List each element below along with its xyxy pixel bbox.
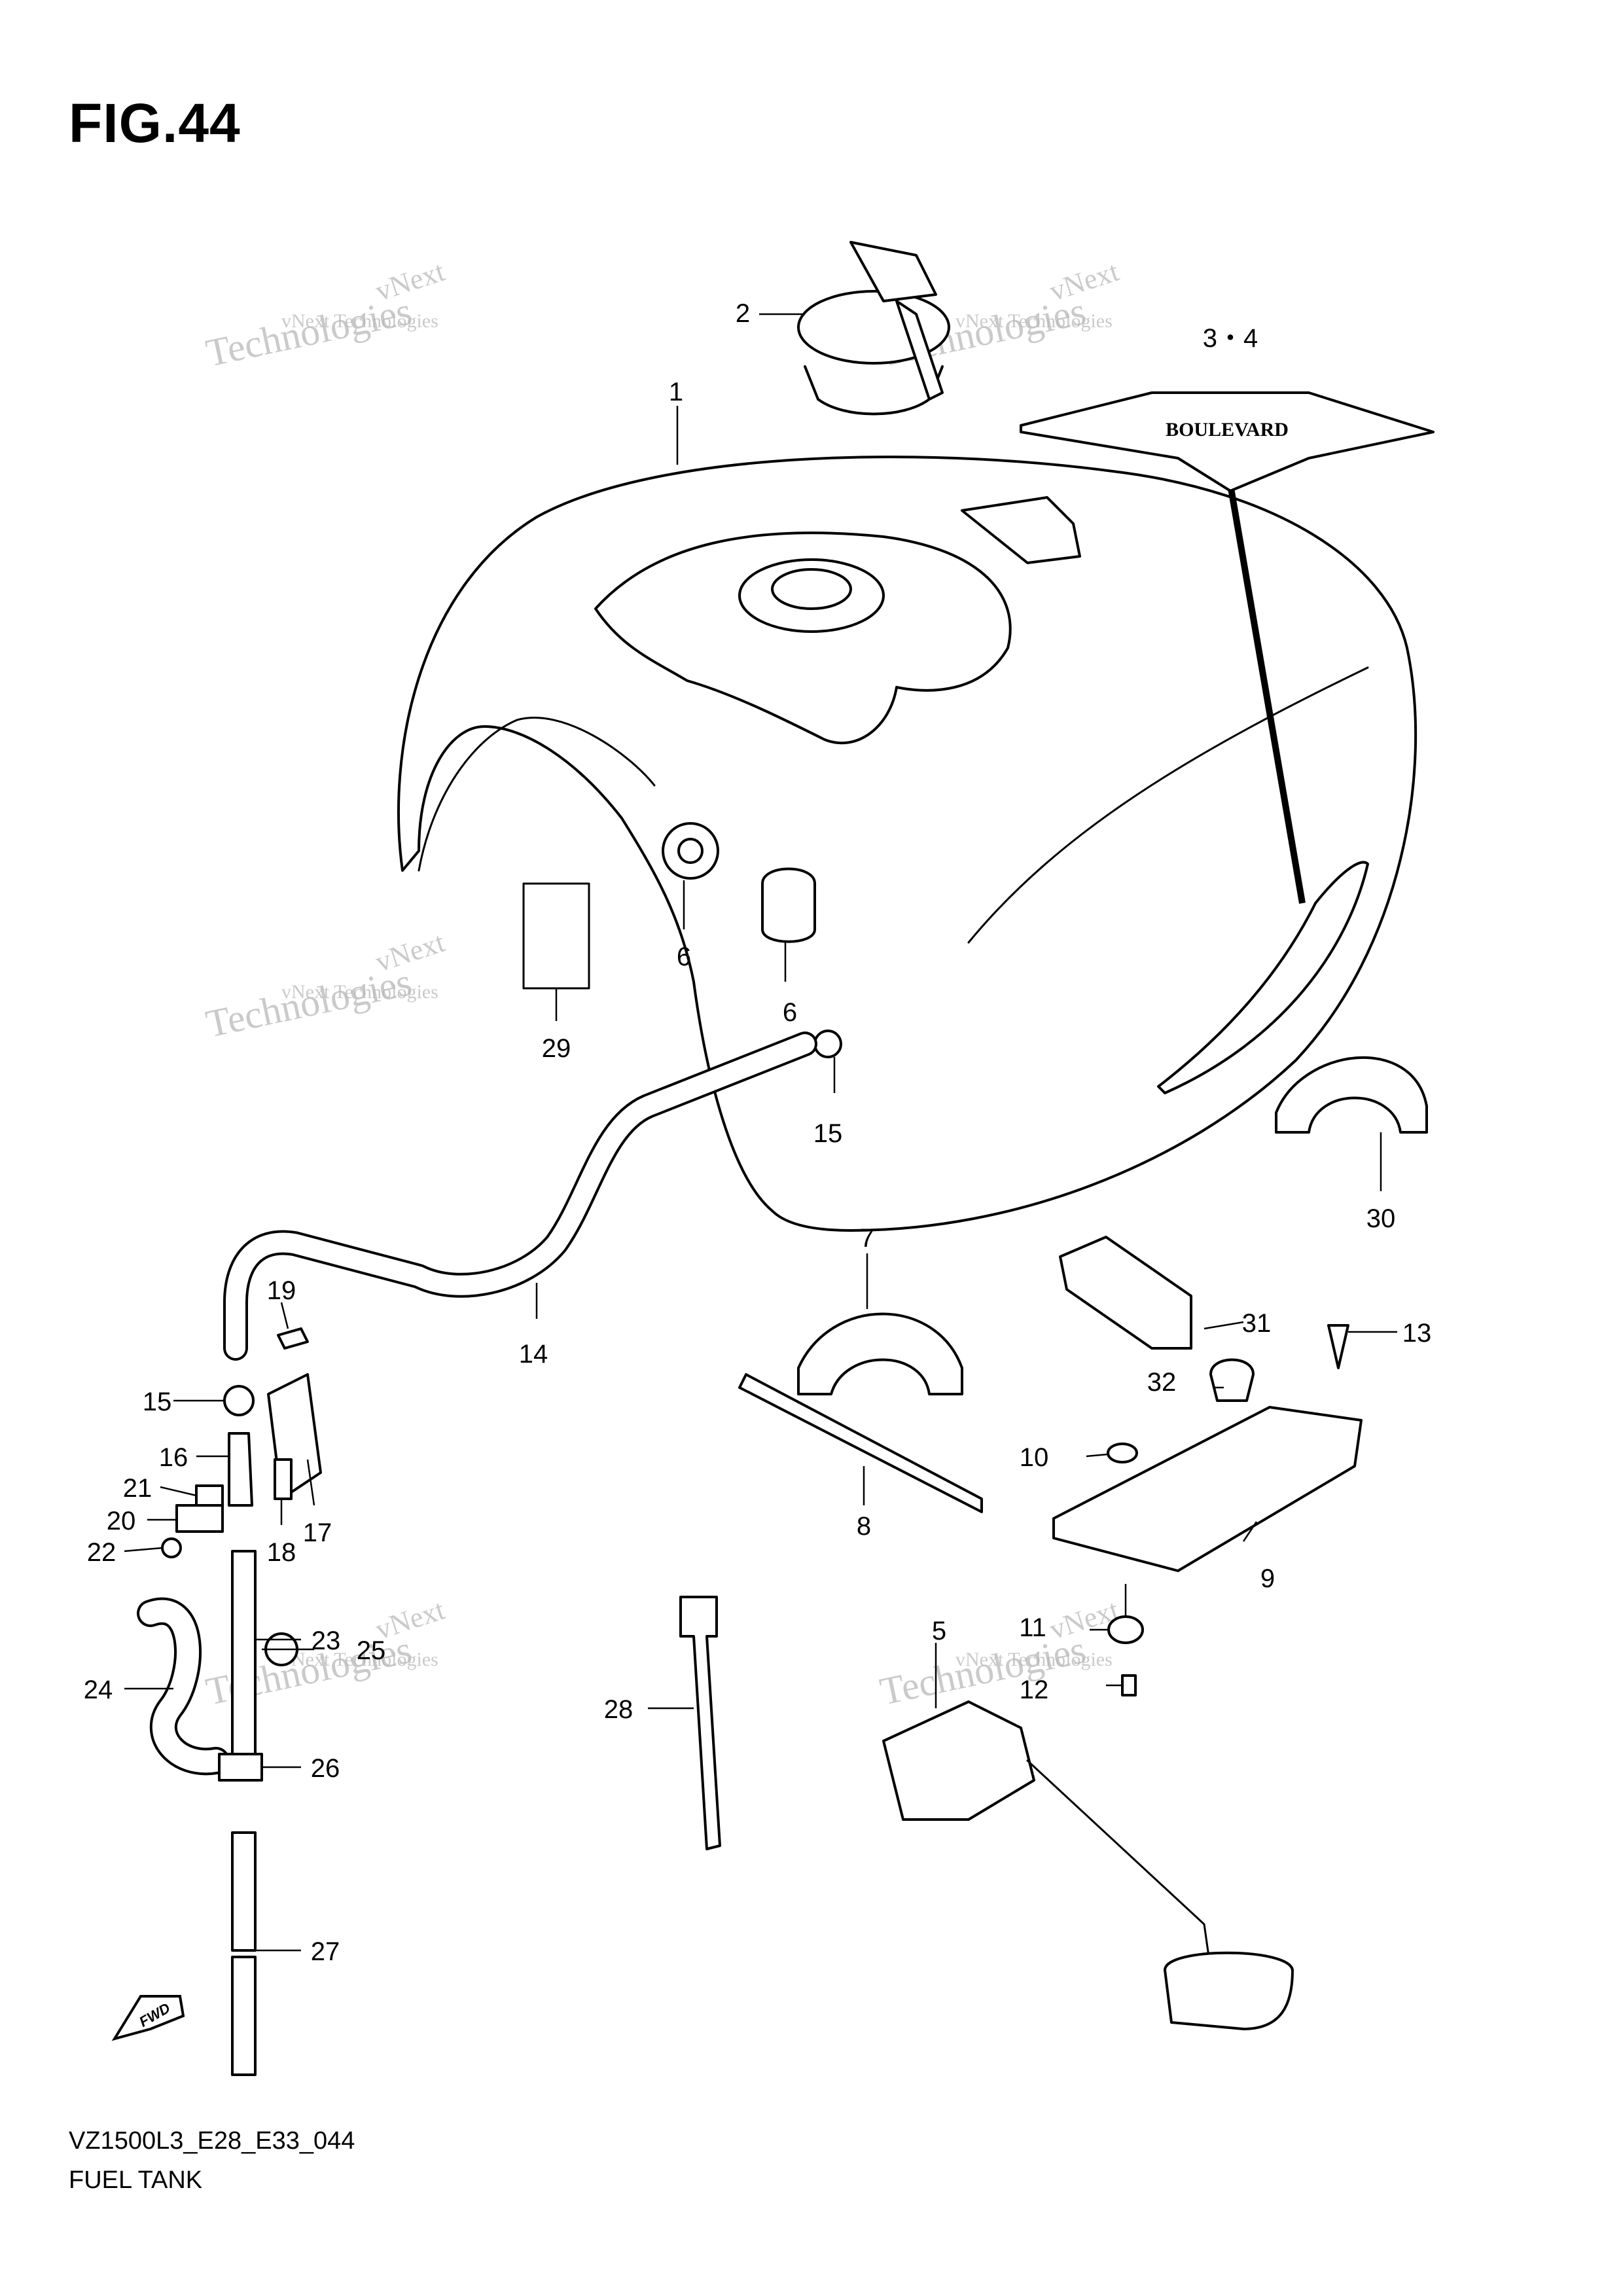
- callout-20: 20: [107, 1507, 136, 1535]
- watermark-text: vNext Technologies: [955, 310, 1113, 332]
- hose-clamp: [813, 1030, 842, 1058]
- screw-22: [161, 1537, 182, 1558]
- emblem-text: BOULEVARD: [1166, 419, 1289, 440]
- boulevard-emblem: BOULEVARD: [1020, 391, 1435, 492]
- hose-27-upper: [231, 1831, 257, 1952]
- bolt-13: [1327, 1324, 1349, 1369]
- watermark: vNext Technologies vNext Technologies: [202, 926, 448, 1046]
- callout-9: 9: [1260, 1564, 1275, 1593]
- figure-title: FIG.44: [69, 92, 241, 154]
- tank-rear-bracket: [1052, 1406, 1363, 1572]
- forward-arrow-icon: FWD: [111, 1995, 185, 2041]
- callout-29: 29: [542, 1034, 571, 1063]
- callout-30: 30: [1366, 1204, 1396, 1233]
- callout-8: 8: [857, 1512, 871, 1541]
- watermark: vNext Technologies vNext Technologies: [202, 255, 448, 375]
- callout-13: 13: [1402, 1319, 1432, 1348]
- callout-17: 17: [303, 1518, 332, 1547]
- callout-5: 5: [932, 1617, 946, 1645]
- callout-18: 18: [267, 1538, 296, 1567]
- fuel-tank-mounting-bracket: [594, 531, 1012, 745]
- callout-16: 16: [159, 1443, 188, 1472]
- callout-26: 26: [311, 1754, 340, 1783]
- model-code: VZ1500L3_E28_E33_044: [69, 2127, 355, 2155]
- tank-tab: [961, 496, 1081, 564]
- fuel-level-gauge: [882, 1700, 1294, 2030]
- callout-6b: 6: [783, 998, 797, 1027]
- rubber-cap: [1209, 1358, 1255, 1402]
- callout-6a: 6: [677, 942, 691, 971]
- callout-22: 22: [87, 1538, 116, 1567]
- callout-15b: 15: [143, 1388, 172, 1416]
- fitting-16: [228, 1432, 253, 1507]
- callout-24: 24: [84, 1676, 113, 1704]
- callout-labels: 1 2 3・4 5 6 6 7 8 9 10 11 12 13 14 15 15…: [84, 299, 1432, 1966]
- emblem-pointer-line: [1227, 484, 1306, 904]
- watermark-text: vNext Technologies: [281, 981, 438, 1003]
- rubber-grommet: [1107, 1615, 1144, 1644]
- callout-2: 2: [736, 299, 750, 328]
- callout-25: 25: [357, 1636, 386, 1665]
- callout-28: 28: [604, 1695, 633, 1724]
- callout-10: 10: [1020, 1443, 1049, 1472]
- callout-3-4: 3・4: [1203, 324, 1258, 353]
- bolt-12: [1121, 1674, 1137, 1696]
- watermark-text: Technologies: [202, 960, 416, 1046]
- cable-tie-strap: [738, 1373, 983, 1513]
- leader-lines: [124, 313, 1397, 1952]
- callout-21: 21: [123, 1474, 152, 1503]
- fuel-tank: [397, 456, 1418, 1232]
- rubber-block: [1059, 1236, 1192, 1350]
- callout-27: 27: [311, 1937, 340, 1966]
- callout-14: 14: [519, 1340, 548, 1369]
- callout-23: 23: [312, 1626, 341, 1655]
- hose-27-lower: [231, 1956, 257, 2076]
- hose-24: [139, 1600, 227, 1773]
- clamp-18: [274, 1458, 293, 1500]
- bolt-19: [277, 1327, 309, 1350]
- fuel-filler-opening: [771, 568, 852, 610]
- damper-cushion: [761, 867, 816, 943]
- hose-23: [231, 1550, 257, 1762]
- watermark-text: vNext Technologies: [281, 310, 438, 332]
- watermark-text: vNext Technologies: [281, 1649, 438, 1670]
- watermark: vNext Technologies vNext Technologies: [876, 1594, 1122, 1713]
- caution-label: [522, 882, 590, 990]
- callout-19: 19: [267, 1276, 296, 1305]
- tank-side-trim: [1157, 861, 1369, 1094]
- callout-31: 31: [1242, 1309, 1272, 1338]
- fuel-tank-edge: [418, 717, 656, 872]
- cable-tie: [679, 1596, 721, 1850]
- callout-7: 7: [860, 1224, 874, 1253]
- callout-1: 1: [669, 378, 683, 406]
- tank-rear-cushion: [1275, 1056, 1428, 1134]
- hose-clamp-15: [223, 1385, 255, 1416]
- callout-11: 11: [1019, 1613, 1046, 1642]
- callout-15a: 15: [813, 1119, 843, 1148]
- tank-crease-line: [967, 666, 1369, 944]
- callout-32: 32: [1147, 1368, 1177, 1397]
- watermark-text: Technologies: [876, 1628, 1090, 1713]
- callout-12: 12: [1020, 1676, 1049, 1704]
- clamp-20: [175, 1504, 224, 1533]
- tank-front-cushion: [797, 1312, 963, 1395]
- section-name: FUEL TANK: [69, 2166, 203, 2194]
- watermark-text: vNext Technologies: [955, 1649, 1113, 1670]
- joint-26: [218, 1753, 263, 1782]
- fuel-line-assembly: [137, 1327, 322, 2076]
- washer: [1107, 1443, 1138, 1463]
- breather-hose: [226, 1034, 815, 1358]
- damper-rubber: [662, 822, 719, 880]
- fuel-cap: [797, 241, 950, 416]
- watermark-text: Technologies: [202, 289, 416, 375]
